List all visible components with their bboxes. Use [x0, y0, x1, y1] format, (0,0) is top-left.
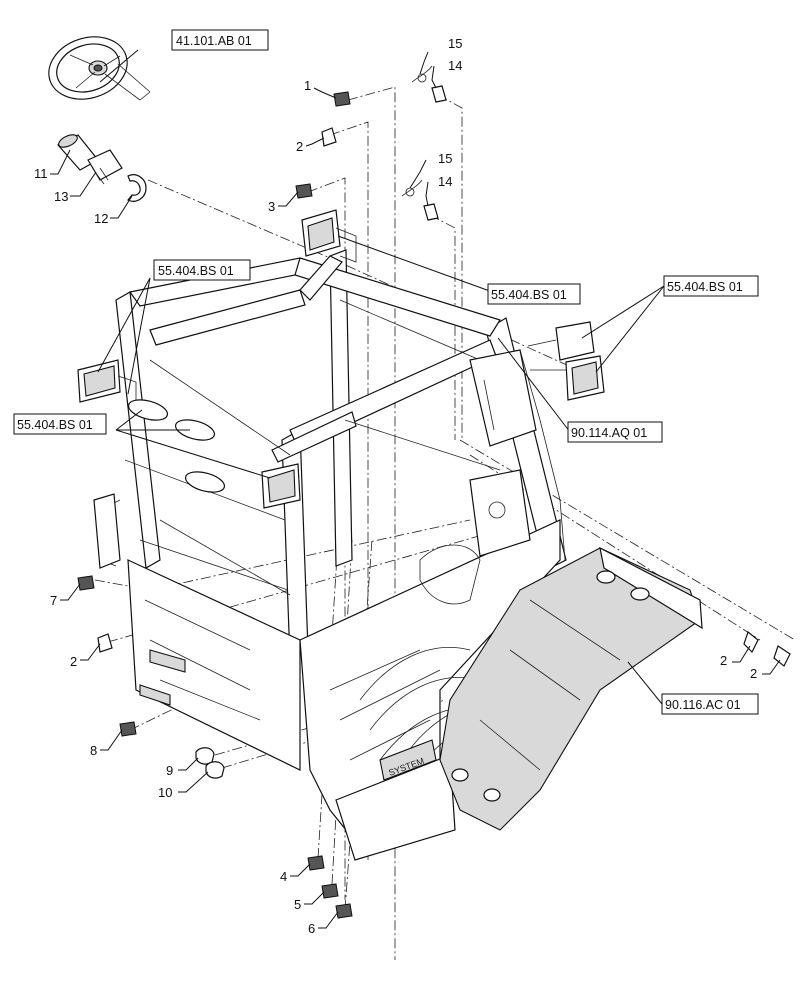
ref-steering-wheel: 41.101.AB 01	[171, 29, 269, 51]
work-lamps	[77, 209, 605, 509]
part-6	[335, 903, 353, 919]
leader-lines	[50, 49, 781, 929]
callout-10: 10	[158, 785, 172, 800]
callout-11: 11	[34, 166, 48, 181]
callout-2: 2	[720, 653, 727, 668]
svg-text:55.404.BS 01: 55.404.BS 01	[158, 264, 234, 278]
part-2-right-b	[773, 645, 791, 667]
part-7	[77, 575, 95, 591]
ref-rear-panel: 90.114.AQ 01	[567, 421, 663, 443]
svg-text:90.116.AC 01: 90.116.AC 01	[665, 698, 741, 712]
callout-4: 4	[280, 869, 287, 884]
callout-2: 2	[296, 139, 303, 154]
callout-15: 15	[438, 151, 452, 166]
part-2-right-a	[743, 630, 759, 654]
cab-frame	[93, 249, 567, 861]
ref-fender: 90.116.AC 01	[661, 693, 759, 715]
part-1	[333, 91, 351, 107]
part-8	[119, 721, 137, 737]
ref-left-lamp: 55.404.BS 01	[153, 259, 251, 281]
part-3	[295, 183, 313, 199]
callout-6: 6	[308, 921, 315, 936]
ref-top-lamp: 55.404.BS 01	[487, 283, 581, 305]
part-5	[321, 883, 339, 899]
ref-right-lamps: 55.404.BS 01	[663, 275, 759, 297]
part-2-left	[97, 633, 113, 653]
svg-text:41.101.AB 01: 41.101.AB 01	[176, 34, 252, 48]
callout-numbers: 1 2 3 15 14 15 14 11 13 12 7 2 8 9 10 4 …	[34, 36, 757, 936]
callout-2: 2	[70, 654, 77, 669]
hardware-parts	[77, 65, 791, 919]
callout-9: 9	[166, 763, 173, 778]
svg-text:90.114.AQ 01: 90.114.AQ 01	[571, 426, 647, 440]
callout-14: 14	[448, 58, 462, 73]
steering-column-parts	[57, 134, 147, 202]
callout-3: 3	[268, 199, 275, 214]
fender	[439, 546, 703, 831]
callout-12: 12	[94, 211, 108, 226]
callout-7: 7	[50, 593, 57, 608]
svg-text:55.404.BS 01: 55.404.BS 01	[17, 418, 93, 432]
callout-2: 2	[750, 666, 757, 681]
reference-boxes: 41.101.AB 01 55.404.BS 01 55.404.BS 01 5…	[13, 29, 759, 715]
part-2-top	[321, 127, 337, 147]
callout-5: 5	[294, 897, 301, 912]
svg-text:55.404.BS 01: 55.404.BS 01	[491, 288, 567, 302]
part-4	[307, 855, 325, 871]
callout-15: 15	[448, 36, 462, 51]
svg-text:55.404.BS 01: 55.404.BS 01	[667, 280, 743, 294]
steering-wheel	[48, 36, 151, 101]
callout-8: 8	[90, 743, 97, 758]
ref-front-lamps: 55.404.BS 01	[13, 413, 107, 435]
callout-14: 14	[438, 174, 452, 189]
callout-1: 1	[304, 78, 311, 93]
part-10	[205, 761, 225, 779]
callout-13: 13	[54, 189, 68, 204]
